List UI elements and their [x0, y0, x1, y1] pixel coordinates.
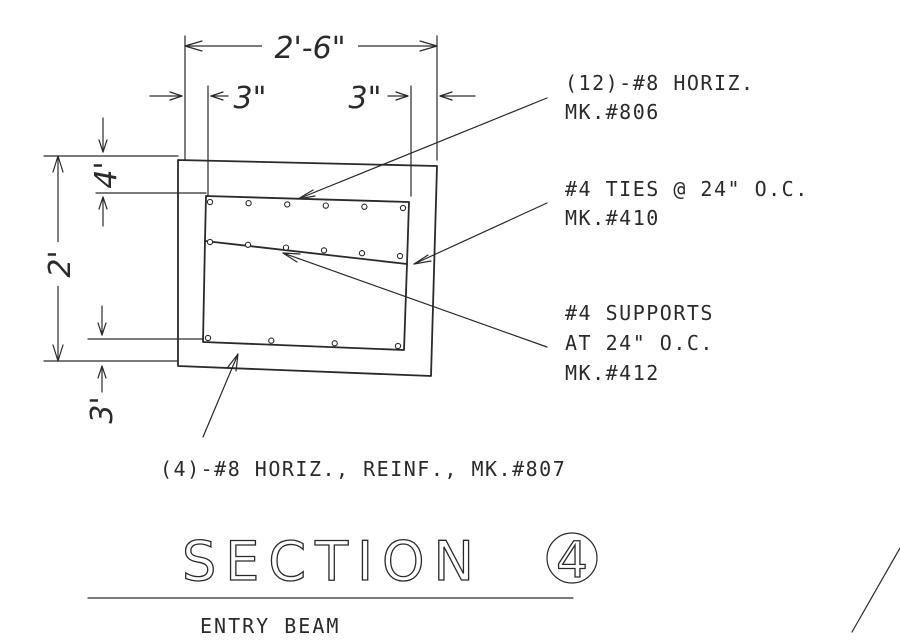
- svg-text:MK.#412: MK.#412: [565, 361, 660, 385]
- right-cover-label: 3": [349, 81, 382, 116]
- svg-text:(4)-#8 HORIZ., REINF., MK.#807: (4)-#8 HORIZ., REINF., MK.#807: [160, 457, 566, 481]
- cut-line: [851, 547, 900, 633]
- svg-text:#4 TIES @ 24" O.C.: #4 TIES @ 24" O.C.: [565, 177, 809, 201]
- cover-dimensions: 3" 3": [149, 81, 476, 197]
- svg-text:#4 SUPPORTS: #4 SUPPORTS: [565, 301, 714, 325]
- reinforcing-cage: [202, 195, 410, 351]
- section-subtitle: ENTRY BEAM: [200, 614, 340, 638]
- section-title-block: SECTION 4 ENTRY BEAM: [87, 529, 598, 638]
- top-bar-dot: [361, 203, 368, 210]
- top-bar-dot: [206, 198, 214, 206]
- depth-dimension: 2': [42, 155, 179, 362]
- concrete-outline: [177, 159, 438, 377]
- second-layer-bar-dot: [358, 250, 366, 257]
- top-cover-label: 4': [89, 161, 124, 188]
- svg-text:MK.#806: MK.#806: [565, 100, 660, 124]
- section-number-circle: [546, 532, 598, 584]
- second-layer-bar-dot: [320, 247, 328, 254]
- callout-supports: #4 SUPPORTS AT 24" O.C. MK.#412: [565, 301, 714, 385]
- second-layer-bar-dot: [396, 252, 404, 260]
- bottom-cover-label: 3': [85, 396, 120, 423]
- svg-text:MK.#410: MK.#410: [565, 206, 660, 230]
- top-bar-dot: [322, 202, 329, 209]
- beam-section: [177, 159, 438, 377]
- bottom-bar-dot: [268, 337, 275, 344]
- bottom-bar-dot: [204, 334, 212, 342]
- overall-depth-label: 2': [43, 250, 78, 277]
- section-title: SECTION: [182, 530, 483, 593]
- width-dimension: 2'-6": [184, 29, 438, 161]
- bottom-cover-dimension: 3': [85, 305, 204, 424]
- top-bar-dot: [399, 204, 407, 212]
- overall-width-label: 2'-6": [274, 31, 345, 66]
- bottom-bar-dot: [394, 342, 402, 350]
- second-layer-bar-dot: [282, 244, 290, 251]
- top-bar-dot: [245, 200, 252, 207]
- support-bar-line: [204, 240, 408, 265]
- callout-bottom-bars: (4)-#8 HORIZ., REINF., MK.#807: [160, 457, 566, 481]
- left-cover-label: 3": [234, 81, 267, 116]
- callout-top-bars: (12)-#8 HORIZ. MK.#806: [565, 71, 755, 124]
- svg-text:(12)-#8 HORIZ.: (12)-#8 HORIZ.: [565, 71, 755, 95]
- top-bar-dot: [284, 201, 291, 208]
- section-number: 4: [556, 531, 588, 589]
- svg-text:AT 24" O.C.: AT 24" O.C.: [565, 331, 714, 355]
- top-cover-dimension: 4': [89, 117, 207, 227]
- second-layer-bar-dot: [206, 238, 214, 246]
- callout-ties: #4 TIES @ 24" O.C. MK.#410: [565, 177, 809, 230]
- bottom-bar-dot: [331, 340, 338, 347]
- second-layer-bar-dot: [244, 241, 252, 248]
- leader-lines: [202, 97, 548, 438]
- rebar-dots: [204, 198, 407, 350]
